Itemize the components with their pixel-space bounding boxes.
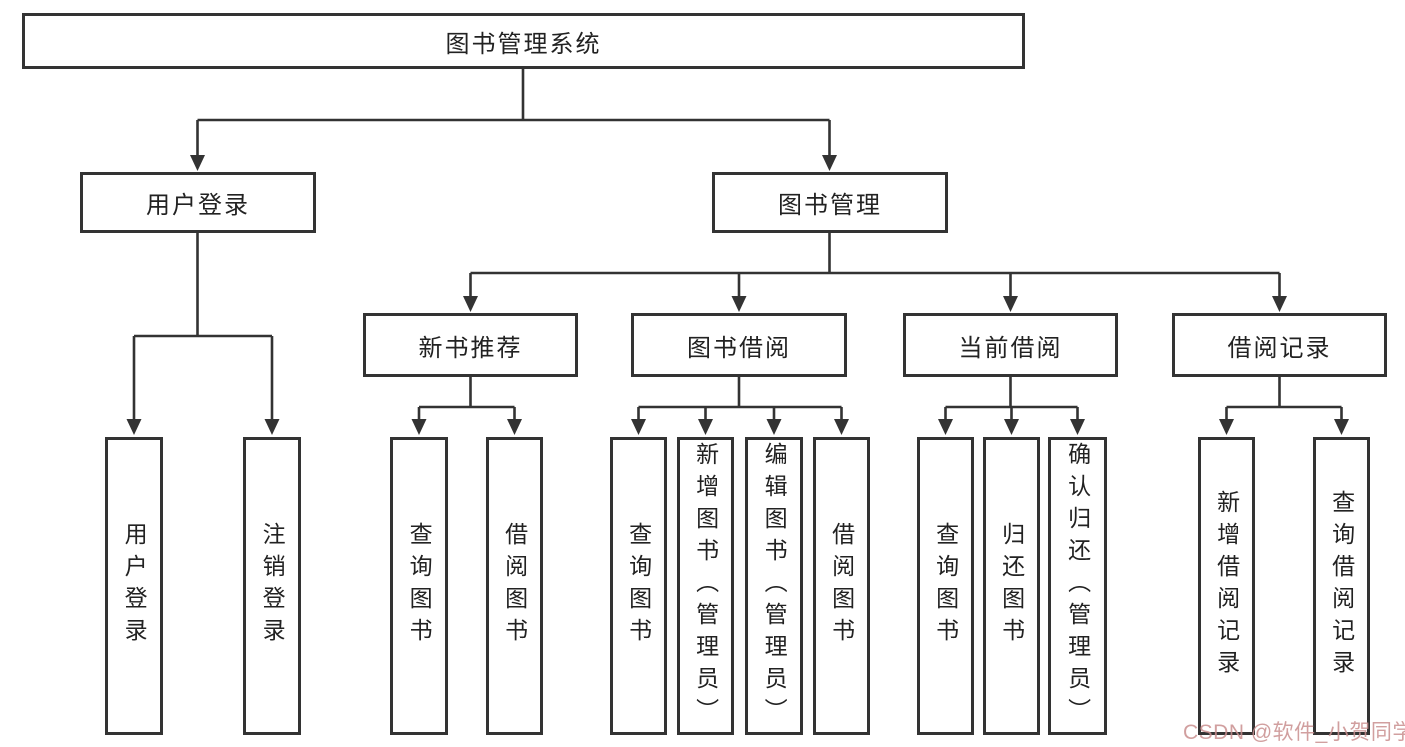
leaf-current-return-books-label: 归还图书 — [998, 522, 1025, 650]
node-book-management-label: 图书管理 — [778, 192, 882, 219]
leaf-current-confirm-return-admin: 确认归还（管理员） — [1048, 437, 1107, 735]
node-user-login-label: 用户登录 — [146, 192, 250, 219]
csdn-watermark: CSDN @软件_小贺同学 — [1183, 721, 1405, 744]
node-new-book-recommend: 新书推荐 — [363, 313, 578, 377]
leaf-user-login-label: 用户登录 — [121, 522, 148, 650]
node-book-borrowing-label: 图书借阅 — [687, 334, 791, 362]
node-library-system-label: 图书管理系统 — [445, 30, 602, 58]
leaf-current-return-books: 归还图书 — [983, 437, 1040, 735]
leaf-borrowing-borrow-books: 借阅图书 — [813, 437, 870, 735]
node-borrowing-records-label: 借阅记录 — [1227, 334, 1332, 362]
leaf-current-confirm-return-admin-label: 确认归还（管理员） — [1064, 442, 1091, 730]
leaf-records-query-record: 查询借阅记录 — [1313, 437, 1370, 735]
leaf-logout-label: 注销登录 — [259, 522, 286, 650]
leaf-records-add-record: 新增借阅记录 — [1198, 437, 1255, 735]
node-current-borrowing-label: 当前借阅 — [958, 334, 1063, 362]
leaf-borrowing-query-books: 查询图书 — [610, 437, 667, 735]
leaf-user-login: 用户登录 — [105, 437, 163, 735]
leaf-recommend-query-books-label: 查询图书 — [406, 522, 433, 650]
leaf-borrowing-query-books-label: 查询图书 — [625, 522, 652, 650]
leaf-current-query-books: 查询图书 — [917, 437, 974, 735]
leaf-recommend-borrow-books: 借阅图书 — [486, 437, 543, 735]
leaf-borrowing-add-books-admin-label: 新增图书（管理员） — [692, 442, 719, 730]
leaf-borrowing-borrow-books-label: 借阅图书 — [828, 522, 855, 650]
leaf-records-add-record-label: 新增借阅记录 — [1213, 490, 1240, 682]
node-current-borrowing: 当前借阅 — [903, 313, 1118, 377]
node-library-system: 图书管理系统 — [22, 13, 1025, 69]
node-book-management: 图书管理 — [712, 172, 948, 233]
node-user-login: 用户登录 — [80, 172, 316, 233]
connector-lines — [132, 69, 1343, 421]
leaf-borrowing-add-books-admin: 新增图书（管理员） — [677, 437, 734, 735]
leaf-borrowing-edit-books-admin-label: 编辑图书（管理员） — [761, 442, 788, 730]
node-book-borrowing: 图书借阅 — [631, 313, 847, 377]
leaf-recommend-query-books: 查询图书 — [390, 437, 448, 735]
leaf-records-query-record-label: 查询借阅记录 — [1328, 490, 1355, 682]
leaf-borrowing-edit-books-admin: 编辑图书（管理员） — [745, 437, 803, 735]
leaf-logout: 注销登录 — [243, 437, 301, 735]
leaf-recommend-borrow-books-label: 借阅图书 — [501, 522, 528, 650]
leaf-current-query-books-label: 查询图书 — [932, 522, 959, 650]
node-new-book-recommend-label: 新书推荐 — [418, 334, 523, 362]
node-borrowing-records: 借阅记录 — [1172, 313, 1387, 377]
